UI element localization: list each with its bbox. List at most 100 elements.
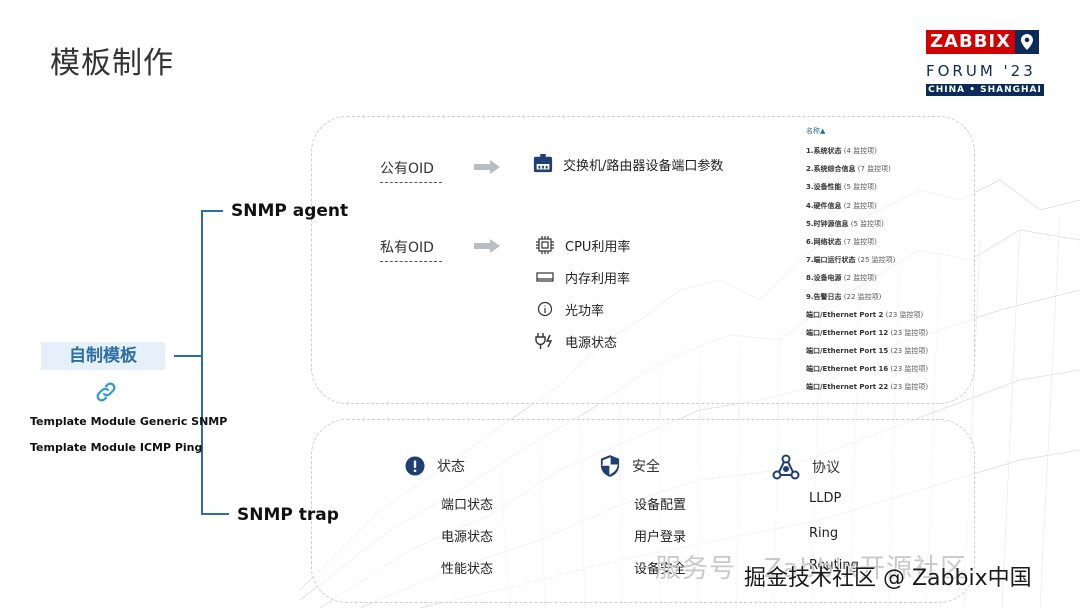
switch-icon [533,154,553,174]
list-item[interactable]: 端口/Ethernet Port 2 (23 监控项) [806,306,942,324]
list-item-count: (7 监控项) [857,165,891,174]
link-icon [94,380,118,408]
status-item: 端口状态 [441,498,494,513]
list-item[interactable]: 9.告警日志 (22 监控项) [806,288,942,306]
list-item-name: 端口/Ethernet Port 15 [806,347,889,356]
public-oid-label: 公有OID [380,158,442,183]
list-item[interactable]: 5.时钟源信息 (5 监控项) [806,215,942,233]
protocol-item: Routing [809,558,859,573]
list-item[interactable]: 6.网络状态 (7 监控项) [806,233,942,251]
list-item-count: (7 监控项) [843,237,877,246]
snmp-trap-label: SNMP trap [237,505,339,525]
template-icmp-ping: Template Module ICMP Ping [30,441,203,454]
item-group-list: 名称▲ 1.系统状态 (4 监控项)2.系统综合信息 (7 监控项)3.设备性能… [806,126,942,397]
list-item-name: 1.系统状态 [806,147,842,155]
memory-icon [535,267,555,287]
optical-label: 光功率 [565,303,605,319]
list-item-name: 端口/Ethernet Port 12 [806,328,889,337]
trap-protocol-header: 协议 [772,454,840,480]
watermark-wechat: 服务号 · Zabbix开源社区 [655,554,968,584]
template-generic-snmp: Template Module Generic SNMP [30,415,228,428]
status-item: 性能状态 [441,562,494,577]
list-item[interactable]: 端口/Ethernet Port 16 (23 监控项) [806,360,942,378]
list-item-count: (23 监控项) [890,365,929,374]
logo-forum: FORUM '23 [926,62,1036,80]
status-item: 电源状态 [441,530,494,545]
trap-security-header: 安全 [600,455,660,477]
cpu-label: CPU利用率 [565,239,631,255]
list-item-count: (5 监控项) [843,183,877,192]
snmp-trap-panel [311,419,975,603]
security-title: 安全 [632,459,660,475]
network-icon [772,454,800,480]
list-header-name[interactable]: 名称▲ [806,127,826,135]
list-item-name: 端口/Ethernet Port 22 [806,383,889,392]
map-pin-icon [1015,30,1039,54]
list-item-name: 4.硬件信息 [806,201,842,210]
list-item-name: 6.网络状态 [806,237,842,246]
zabbix-forum-logo: ZABBIX FORUM '23 CHINA • SHANGHAI [926,30,1044,96]
list-item-name: 8.设备电源 [806,274,842,283]
list-item-name: 5.时钟源信息 [806,219,849,228]
public-item: 交换机/路由器设备端口参数 [533,154,723,174]
private-item-memory: 内存利用率 [535,267,630,287]
memory-label: 内存利用率 [565,271,631,287]
list-item-count: (5 监控项) [850,219,884,228]
list-item-name: 端口/Ethernet Port 2 [806,310,884,319]
shield-icon [600,455,620,477]
trap-status-header: 状态 [405,456,465,476]
plug-icon [535,331,555,351]
watermark-juejin: 掘金技术社区 @ Zabbix中国 [744,566,1032,591]
security-item: 用户登录 [634,530,687,545]
list-item-count: (23 监控项) [890,347,929,356]
list-item-count: (23 监控项) [890,328,929,337]
private-item-optical: 光功率 [535,299,604,319]
logo-location: CHINA • SHANGHAI [926,84,1044,96]
snmp-agent-label: SNMP agent [231,201,349,221]
list-item[interactable]: 4.硬件信息 (2 监控项) [806,197,942,215]
arrow-right-icon [474,239,500,253]
list-item[interactable]: 8.设备电源 (2 监控项) [806,269,942,287]
public-item-label: 交换机/路由器设备端口参数 [563,158,724,174]
list-item-count: (25 监控项) [857,256,896,265]
protocol-title: 协议 [812,460,840,476]
list-item-name: 7.端口运行状态 [806,256,856,265]
list-item-name: 端口/Ethernet Port 16 [806,365,889,374]
security-item: 设备安全 [634,562,687,577]
list-item-count: (23 监控项) [885,310,924,319]
list-item[interactable]: 3.设备性能 (5 监控项) [806,178,942,196]
list-item-count: (22 监控项) [843,292,882,301]
logo-brand: ZABBIX [926,30,1015,54]
private-item-cpu: CPU利用率 [535,235,630,255]
list-item-count: (23 监控项) [890,383,929,392]
cpu-icon [535,235,555,255]
page-title: 模板制作 [50,46,174,81]
list-item[interactable]: 端口/Ethernet Port 22 (23 监控项) [806,378,942,396]
exclamation-circle-icon [405,456,425,476]
list-item-name: 9.告警日志 [806,292,842,301]
list-item-count: (4 监控项) [843,147,877,155]
tree-branch-agent [201,210,223,212]
self-template-label: 自制模板 [41,342,165,370]
private-item-power: 电源状态 [535,331,617,351]
snmp-agent-panel [311,116,975,404]
list-item[interactable]: 端口/Ethernet Port 12 (23 监控项) [806,324,942,342]
private-oid-label: 私有OID [380,237,442,262]
status-title: 状态 [437,459,465,475]
list-item-name: 3.设备性能 [806,183,842,192]
arrow-right-icon [474,160,500,174]
power-label: 电源状态 [565,335,618,351]
tree-branch-trap [201,513,229,515]
list-item[interactable]: 2.系统综合信息 (7 监控项) [806,160,942,178]
list-item[interactable]: 1.系统状态 (4 监控项) [806,142,942,160]
security-item: 设备配置 [634,498,687,513]
list-item-count: (2 监控项) [843,274,877,283]
tree-branch-root [174,355,202,357]
list-item-count: (2 监控项) [843,201,877,210]
protocol-item: Ring [809,526,839,541]
list-item[interactable]: 端口/Ethernet Port 15 (23 监控项) [806,342,942,360]
protocol-item: LLDP [809,491,842,506]
info-circle-icon [535,299,555,319]
tree-vertical-line [201,210,203,515]
list-item[interactable]: 7.端口运行状态 (25 监控项) [806,251,942,269]
